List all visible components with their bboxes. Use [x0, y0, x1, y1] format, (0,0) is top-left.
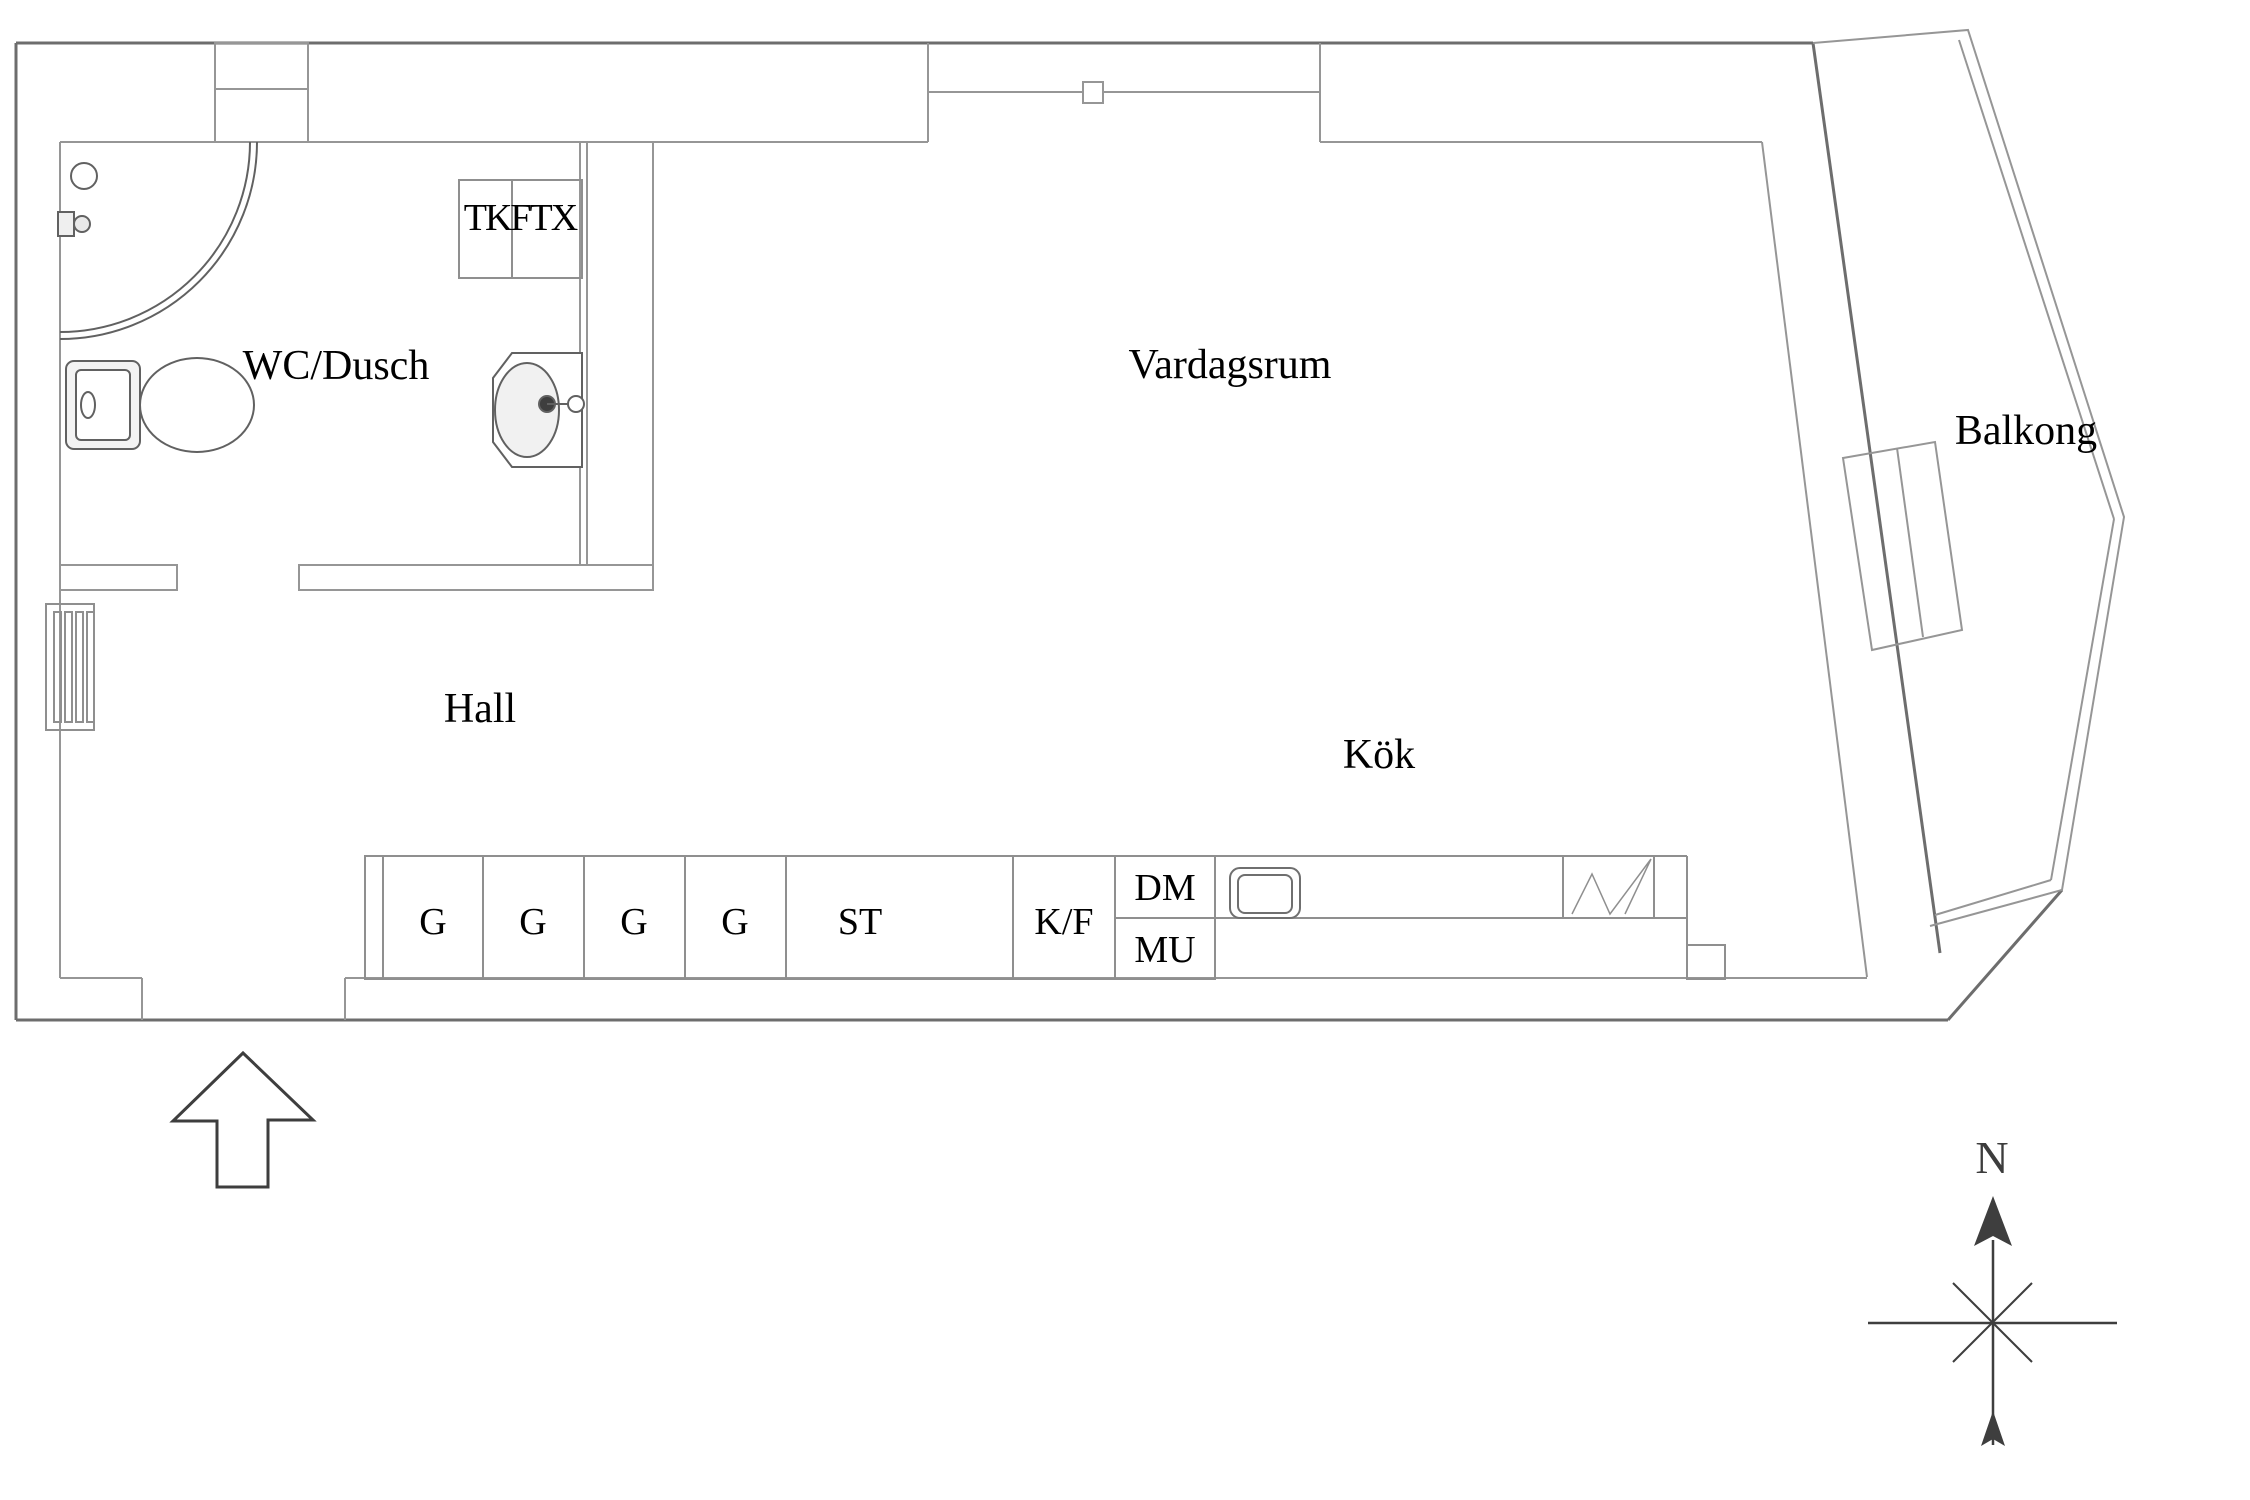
shower-arc-outer — [59, 141, 251, 333]
outer-walls — [14, 41, 2064, 1022]
closet-label-g3: G — [620, 901, 647, 943]
toilet-tank-inner — [75, 369, 131, 441]
shower-drain-icon — [70, 162, 98, 190]
shower-arc-inner — [59, 141, 258, 340]
compass-rose — [1868, 1196, 2117, 1446]
wall-bottom-right-slant — [1946, 889, 2064, 1021]
room-label-living: Vardagsrum — [1129, 342, 1332, 388]
room-label-balcony: Balkong — [1955, 408, 2097, 454]
wc-bottom-wall-right — [298, 564, 654, 591]
interior-walls — [59, 42, 1868, 1020]
radiator-fin-2 — [64, 611, 73, 723]
closet-label-st: ST — [838, 901, 882, 943]
kitchen-sink-basin — [1237, 874, 1293, 914]
closet-row — [364, 855, 1116, 980]
closet-label-g4: G — [721, 901, 748, 943]
wc-bottom-wall-left — [59, 564, 178, 591]
shaft-niche-lower — [214, 88, 309, 143]
radiator-fin-4 — [86, 611, 95, 723]
balcony-cabinet — [1841, 440, 1964, 652]
balcony-cabinet-divider — [1896, 447, 1924, 638]
counter-end-pillar — [1686, 944, 1726, 980]
bathroom-fixtures — [57, 141, 585, 468]
cabinet-label-tkftx: TKFTX — [464, 197, 578, 239]
basin-bowl — [494, 362, 560, 458]
balcony-floor-inner-edge — [1934, 879, 2052, 916]
compass-diagonal-2 — [1952, 1282, 2033, 1363]
interior-right-slant — [1761, 141, 1868, 978]
compass-south-arrow-icon — [1981, 1411, 2005, 1446]
closet-label-kf: K/F — [1034, 901, 1093, 943]
radiator-fin-3 — [75, 611, 84, 723]
balcony-rim-inner-right — [1958, 39, 2115, 520]
kitchen-fittings — [1114, 855, 1726, 980]
balcony-outer-rim — [1812, 28, 2126, 927]
toilet-bowl — [139, 357, 255, 453]
shower-tap-base — [57, 211, 75, 237]
radiator-fin-1 — [53, 611, 62, 723]
labels: WC/Dusch TKFTX Vardagsrum Balkong Hall K… — [243, 197, 2097, 1183]
radiator — [45, 603, 95, 731]
balcony — [1812, 28, 2126, 927]
closet-label-g1: G — [419, 901, 446, 943]
closet-label-g2: G — [519, 901, 546, 943]
room-label-wc: WC/Dusch — [243, 343, 430, 389]
entrance-arrow-outline — [169, 1050, 317, 1189]
balcony-rim-inner-lower — [2050, 518, 2115, 881]
entrance-arrow-icon — [169, 1050, 317, 1189]
window-center-post — [1082, 81, 1104, 104]
room-label-hall: Hall — [444, 686, 516, 732]
shaft-niche-upper — [214, 42, 309, 90]
basin-faucet-handle — [567, 395, 585, 413]
shower-tap-knob — [73, 215, 91, 233]
compass-north-label: N — [1975, 1132, 2008, 1183]
stove-symbol — [1571, 858, 1652, 916]
room-label-kitchen: Kök — [1343, 732, 1415, 778]
tkftx-cabinet — [458, 179, 583, 279]
wall-right-slant-outer — [1811, 42, 1942, 954]
toilet-flush-button — [80, 391, 96, 419]
compass-north-arrow-icon — [1974, 1196, 2012, 1246]
kitchen-label-mu: MU — [1134, 929, 1195, 971]
kitchen-label-dm: DM — [1134, 867, 1195, 909]
kitchen-sink-outer — [1229, 867, 1301, 919]
